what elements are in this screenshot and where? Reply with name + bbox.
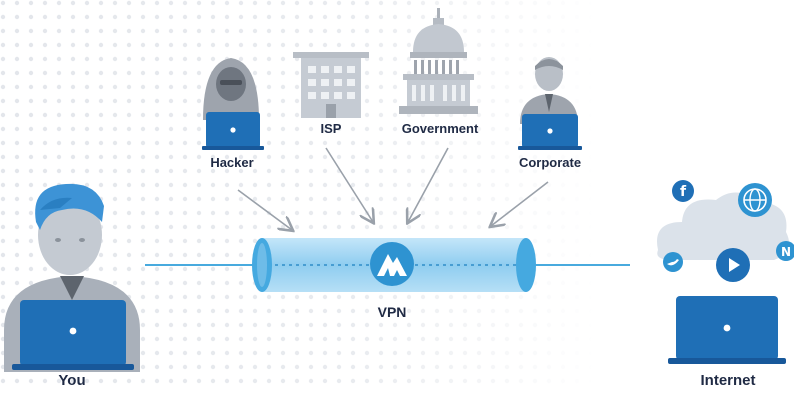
you-label: You xyxy=(58,372,86,389)
snoop-arrows xyxy=(237,147,549,230)
corporate-label: Corporate xyxy=(518,155,582,170)
hacker-label: Hacker xyxy=(210,155,254,170)
twitter-icon xyxy=(663,252,683,272)
vpn-label: VPN xyxy=(377,304,407,320)
n-icon: N xyxy=(776,241,794,261)
globe-icon xyxy=(738,183,772,217)
corporate-figure xyxy=(518,57,582,150)
vpn-tunnel xyxy=(252,238,536,292)
isp-building-icon xyxy=(293,52,369,118)
internet-laptop xyxy=(668,296,786,364)
nordvpn-mountain-icon xyxy=(370,242,414,286)
play-icon xyxy=(716,248,750,282)
facebook-icon: f xyxy=(672,180,694,202)
government-capitol-icon xyxy=(399,8,478,114)
isp-label: ISP xyxy=(320,121,342,136)
svg-text:f: f xyxy=(680,184,687,200)
svg-text:N: N xyxy=(781,245,791,259)
internet-cloud: f N xyxy=(657,180,794,282)
internet-label: Internet xyxy=(700,372,756,389)
government-label: Government xyxy=(401,121,479,136)
you-figure xyxy=(4,183,140,372)
hacker-figure xyxy=(202,58,264,150)
